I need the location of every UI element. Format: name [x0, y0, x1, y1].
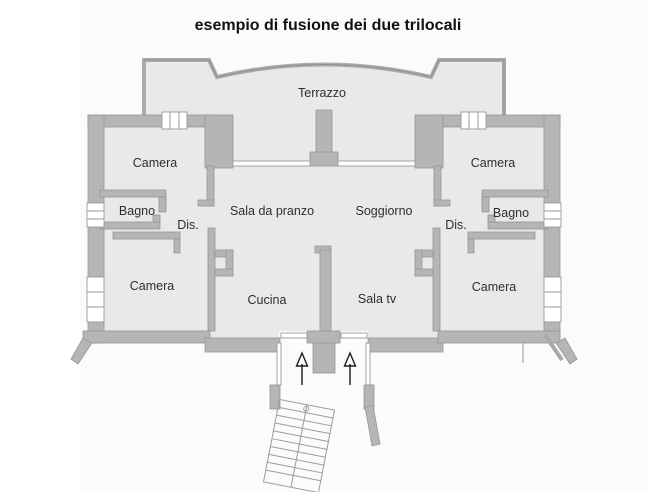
diagonal-rail-right — [543, 333, 564, 362]
diagonal-wall-left — [70, 337, 93, 365]
page-title: esempio di fusione dei due trilocali — [195, 17, 462, 34]
label-sala-da-pranzo: Sala da pranzo — [230, 204, 314, 218]
up-arrow-icon — [295, 351, 309, 385]
stair-start-mark — [303, 405, 310, 412]
label-dis-right: Dis. — [445, 218, 467, 232]
room-labels: Terrazzo Camera Camera Bagno Bagno Dis. … — [119, 86, 529, 307]
label-bagno-right: Bagno — [493, 206, 529, 220]
label-camera-top-left: Camera — [133, 156, 178, 170]
window-top-left — [161, 111, 188, 130]
window-top-right — [460, 111, 487, 130]
window-left-lower — [86, 276, 105, 323]
label-camera-bottom-right: Camera — [472, 280, 517, 294]
entry-arrows — [295, 351, 357, 385]
staircase — [262, 398, 336, 492]
entry-pier-stub — [312, 342, 336, 374]
window-left-upper — [86, 202, 105, 228]
entry-diagonal-wall — [364, 404, 381, 447]
label-soggiorno: Soggiorno — [356, 204, 413, 218]
label-sala-tv: Sala tv — [358, 292, 397, 306]
exterior-walls — [70, 109, 578, 374]
vestibule-wall-right — [365, 342, 371, 386]
vestibule-wall-left — [276, 342, 282, 386]
label-cucina: Cucina — [248, 293, 287, 307]
corner-pier-left — [204, 114, 234, 169]
window-right-lower — [543, 276, 562, 323]
windows — [86, 111, 562, 323]
label-camera-top-right: Camera — [471, 156, 516, 170]
label-terrazzo: Terrazzo — [298, 86, 346, 100]
partitions-left — [99, 165, 234, 332]
label-bagno-left: Bagno — [119, 204, 155, 218]
central-pillar — [309, 109, 339, 167]
label-camera-bottom-left: Camera — [130, 279, 175, 293]
diagonal-wall-right — [555, 337, 578, 365]
terrace — [142, 58, 506, 120]
corner-pier-right — [414, 114, 444, 169]
partitions-right — [414, 165, 549, 332]
entry-door-left — [280, 332, 308, 339]
up-arrow-icon — [343, 351, 357, 385]
entry-door-right — [340, 332, 368, 339]
window-right-upper — [543, 202, 562, 228]
terrace-door-right — [337, 160, 416, 167]
entry-pier — [306, 330, 341, 344]
label-dis-left: Dis. — [177, 218, 199, 232]
center-divider — [314, 245, 332, 332]
terrace-door-left — [232, 160, 311, 167]
entry-jambs — [269, 384, 381, 447]
